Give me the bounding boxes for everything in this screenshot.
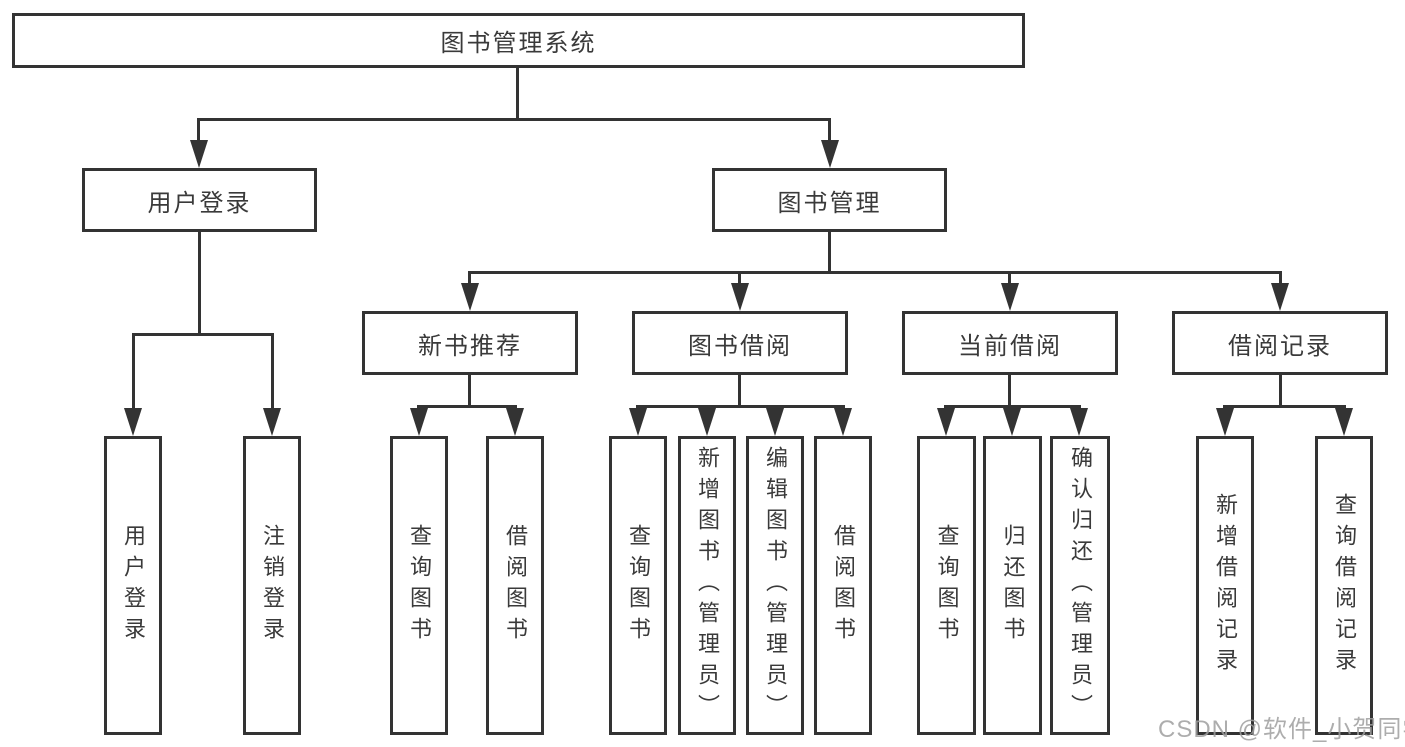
node-label: 确认归还（管理员） [1068,446,1093,725]
connector-line [516,68,519,120]
arrowhead-icon [461,283,479,311]
arrowhead-icon [1001,283,1019,311]
arrowhead-icon [629,408,647,436]
arrowhead-icon [821,140,839,168]
connector-line [198,232,201,335]
connector-line [132,333,274,336]
node-label: 编辑图书（管理员） [763,446,788,725]
csdn-watermark: CSDN @软件_小贺同学 [1158,716,1405,743]
node-label: 用户登录 [147,189,252,217]
node-leaf-query-books-rec: 查询图书 [390,436,448,735]
arrowhead-icon [698,408,716,436]
connector-line [738,375,741,407]
node-leaf-logout: 注销登录 [243,436,301,735]
node-book-management: 图书管理 [712,168,947,232]
node-leaf-return-books: 归还图书 [983,436,1042,735]
node-leaf-edit-books-admin: 编辑图书（管理员） [746,436,804,735]
node-label: 归还图书 [1000,523,1026,648]
node-label: 图书管理 [777,189,882,217]
node-user-login: 用户登录 [82,168,317,232]
node-label: 新增借阅记录 [1213,492,1238,679]
arrowhead-icon [1003,408,1021,436]
connector-line [132,333,135,410]
connector-line [1008,271,1011,287]
node-label: 图书借阅 [688,332,792,360]
arrowhead-icon [1271,283,1289,311]
arrowhead-icon [410,408,428,436]
arrowhead-icon [124,408,142,436]
arrowhead-icon [1216,408,1234,436]
connector-line [828,232,831,274]
node-label: 借阅记录 [1228,332,1332,360]
arrowhead-icon [190,140,208,168]
node-label: 查询借阅记录 [1332,492,1357,679]
arrowhead-icon [1070,408,1088,436]
node-leaf-query-borrow-record: 查询借阅记录 [1315,436,1373,735]
node-label: 新增图书（管理员） [695,446,720,725]
node-label: 查询图书 [407,523,432,648]
connector-line [1008,375,1011,407]
connector-line [468,271,1282,274]
connector-line [636,405,845,408]
arrowhead-icon [937,408,955,436]
node-leaf-borrow-books-rec: 借阅图书 [486,436,544,735]
connector-line [271,333,274,410]
node-label: 查询图书 [934,523,960,648]
connector-line [468,375,471,407]
connector-line [417,405,517,408]
arrowhead-icon [1335,408,1353,436]
node-leaf-confirm-return-admin: 确认归还（管理员） [1050,436,1110,735]
node-label: 注销登录 [260,523,285,648]
connector-line [197,118,200,144]
arrowhead-icon [731,283,749,311]
node-label: 当前借阅 [958,332,1062,360]
node-current-borrow: 当前借阅 [902,311,1118,375]
node-label: 查询图书 [626,523,651,648]
arrowhead-icon [506,408,524,436]
connector-line [197,118,831,121]
connector-line [1223,405,1346,408]
arrowhead-icon [834,408,852,436]
arrowhead-icon [766,408,784,436]
node-leaf-query-books-current: 查询图书 [917,436,976,735]
connector-line [468,271,471,287]
connector-line [828,118,831,144]
node-new-book-recommend: 新书推荐 [362,311,578,375]
node-borrow-records: 借阅记录 [1172,311,1388,375]
node-leaf-borrow-books: 借阅图书 [814,436,872,735]
node-book-borrow: 图书借阅 [632,311,848,375]
connector-line [738,271,741,287]
node-label: 用户登录 [121,523,146,648]
node-library-system: 图书管理系统 [12,13,1025,68]
node-label: 图书管理系统 [440,30,597,57]
node-leaf-user-login: 用户登录 [104,436,162,735]
connector-line [1279,375,1282,407]
node-label: 借阅图书 [503,523,528,648]
arrowhead-icon [263,408,281,436]
node-label: 新书推荐 [418,332,522,360]
connector-line [1279,271,1282,287]
node-leaf-query-books: 查询图书 [609,436,667,735]
node-leaf-add-books-admin: 新增图书（管理员） [678,436,736,735]
connector-line [944,405,1081,408]
node-leaf-add-borrow-record: 新增借阅记录 [1196,436,1254,735]
node-label: 借阅图书 [831,523,856,648]
